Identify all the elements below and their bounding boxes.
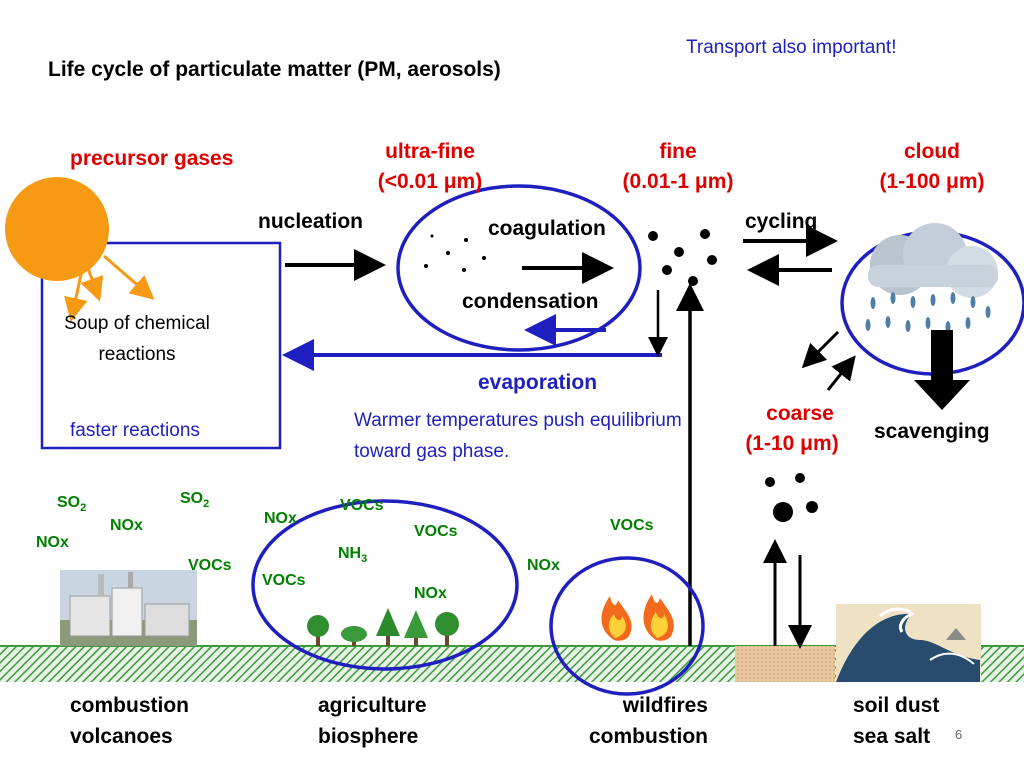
sun-icon	[5, 177, 109, 281]
soil-patch	[735, 646, 835, 682]
ultrafine-range: (<0.01 μm)	[377, 170, 483, 193]
source-soil-dust-sea-salt: soil dust sea salt	[853, 690, 939, 752]
ultrafine-particles	[424, 234, 486, 272]
source-label: sea salt	[853, 725, 931, 748]
warmer-temperatures-note: Warmer temperatures push equilibrium tow…	[354, 410, 682, 462]
chemistry-box	[40, 241, 282, 450]
gas-nox: NOx	[110, 517, 143, 534]
cloud-to-coarse-arrow	[826, 355, 856, 391]
gas-so2: SO2	[57, 494, 87, 515]
power-plant-image	[60, 570, 197, 646]
gas-nox: NOx	[264, 510, 297, 527]
source-label: agriculture	[318, 694, 427, 717]
source-label: combustion	[589, 725, 708, 748]
source-wildfires-combustion: wildfires combustion	[564, 690, 708, 752]
gas-nox: NOx	[414, 585, 447, 602]
fine-range: (0.01-1 μm)	[622, 170, 734, 193]
scavenging-label: scavenging	[874, 420, 990, 443]
fine-particle-ellipse	[396, 184, 642, 352]
source-label: biosphere	[318, 725, 419, 748]
gas-nox: NOx	[527, 557, 560, 574]
coagulation-label: coagulation	[488, 217, 606, 240]
page-number: 6	[955, 727, 963, 742]
cloud-range: (1-100 μm)	[879, 170, 985, 193]
faster-reactions-text: faster reactions	[70, 420, 200, 441]
evaporation-label: evaporation	[478, 371, 598, 394]
fine-particles	[648, 229, 717, 286]
gas-vocs: VOCs	[610, 517, 654, 534]
gas-vocs: VOCs	[340, 497, 384, 514]
cloud-name: cloud	[904, 140, 960, 163]
source-label: wildfires	[622, 694, 708, 717]
trees-icon	[307, 608, 459, 646]
source-label: volcanoes	[70, 725, 173, 748]
transport-note: Transport also important!	[686, 37, 897, 58]
coarse-particles	[765, 473, 818, 522]
coarse-name: coarse	[766, 402, 834, 425]
source-combustion-volcanoes: combustion volcanoes	[70, 690, 189, 752]
scavenging-arrow	[914, 330, 970, 410]
agriculture-ellipse	[251, 499, 519, 671]
coarse-range: (1-10 μm)	[745, 432, 839, 455]
great-wave-image	[836, 604, 981, 682]
gas-vocs: VOCs	[414, 523, 458, 540]
nucleation-label: nucleation	[258, 210, 364, 233]
gas-so2: SO2	[180, 490, 210, 511]
source-label: combustion	[70, 694, 189, 717]
fine-name: fine	[659, 140, 697, 163]
source-label: soil dust	[853, 694, 940, 717]
gas-nh3: NH3	[338, 545, 368, 566]
gas-vocs: VOCs	[262, 572, 306, 589]
wildfire-ellipse	[549, 556, 705, 696]
gas-nox: NOx	[36, 534, 69, 551]
coarse-to-cloud-arrow	[801, 330, 840, 369]
page-title: Life cycle of particulate matter (PM, ae…	[48, 58, 501, 81]
wildfire-flame-icon	[601, 594, 674, 641]
cycling-label: cycling	[745, 210, 818, 233]
gas-vocs: VOCs	[188, 557, 232, 574]
condensation-label: condensation	[462, 290, 599, 313]
precursor-gases-label: precursor gases	[70, 147, 234, 170]
source-agriculture-biosphere: agriculture biosphere	[318, 690, 427, 752]
rain-cloud-icon	[865, 223, 998, 333]
ultrafine-name: ultra-fine	[385, 140, 475, 163]
soup-of-reactions-text: Soup of chemical reactions	[64, 313, 210, 365]
